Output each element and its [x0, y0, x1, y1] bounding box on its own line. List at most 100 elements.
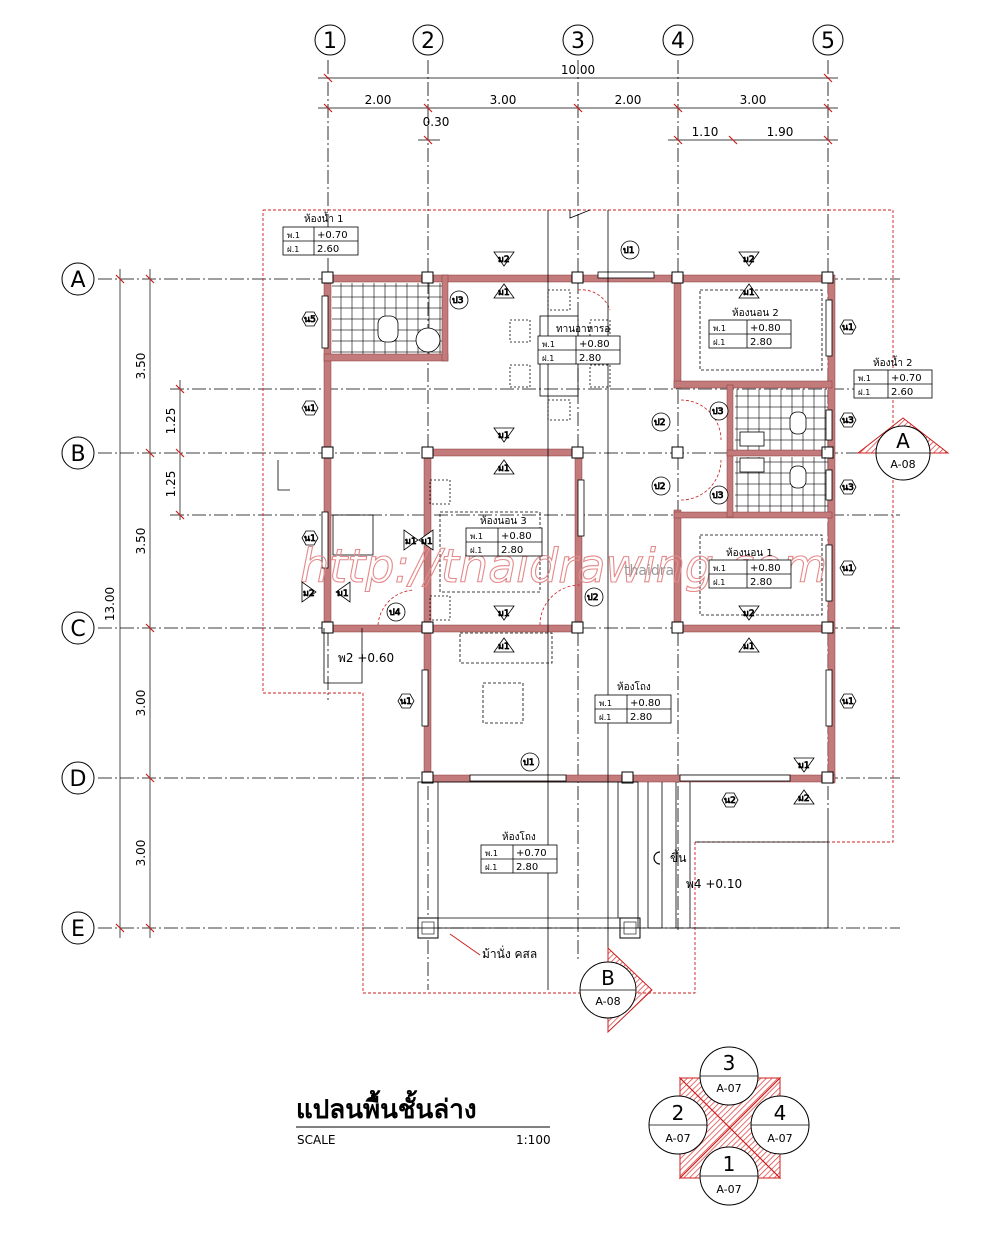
- door-tag: ป2: [651, 412, 671, 432]
- w-tags: ม2 ม1 ม1 ม1 ม2 ม1 ม1 ม1 ม2 ม1 ม1 ม2 ม1 ม…: [301, 251, 815, 805]
- room-label-bath1: ห้องน้ำ 1 พ.1 +0.70 ฝ.1 2.60: [282, 211, 359, 256]
- grid-bubble-col-4: 4: [662, 24, 694, 56]
- w-tag: ม2: [493, 251, 515, 267]
- floor-value: +0.80: [750, 563, 781, 574]
- grid-bubble-col-2: 2: [412, 24, 444, 56]
- watermark-center: thaidra: [624, 563, 674, 579]
- floor-value: +0.80: [750, 323, 781, 334]
- door-tag: ป3: [709, 485, 729, 505]
- w-tag: ม2: [793, 789, 815, 805]
- ceiling-value: 2.60: [317, 244, 339, 255]
- window-tag: น1: [301, 530, 319, 546]
- svg-text:ป4: ป4: [389, 608, 401, 618]
- svg-text:น5: น5: [304, 315, 316, 325]
- svg-text:น1: น1: [400, 697, 412, 707]
- door-tag: ป4: [386, 602, 406, 622]
- porch-floor-note: พ4 +0.10: [686, 877, 742, 891]
- door-tag: ป1: [620, 240, 640, 260]
- bench-leader: [449, 933, 481, 956]
- grid-label: C: [70, 617, 85, 642]
- grid-label: 3: [571, 29, 585, 54]
- w-tag: ม1: [403, 529, 419, 551]
- ceiling-label: ฝ.1: [858, 388, 870, 397]
- floor-value: +0.80: [501, 531, 532, 542]
- grid-label: E: [71, 917, 85, 942]
- room-label-bed3: ห้องนอน 3 พ.1 +0.80 ฝ.1 2.80: [465, 515, 543, 557]
- svg-text:ม2: ม2: [498, 255, 510, 265]
- svg-text:น3: น3: [842, 416, 854, 426]
- w-tag: ม1: [738, 637, 760, 653]
- ceiling-value: 2.80: [750, 577, 772, 588]
- dim-small: 0.30: [423, 115, 450, 129]
- fixtures: [332, 289, 823, 724]
- svg-text:A-07: A-07: [716, 1082, 741, 1095]
- ceiling-value: 2.80: [516, 862, 538, 873]
- svg-text:น1: น1: [304, 534, 316, 544]
- room-name: ห้องนอน 3: [480, 515, 527, 527]
- ceiling-value: 2.80: [630, 712, 652, 723]
- dim-top-segment: 3.00: [490, 93, 517, 107]
- grid-bubble-col-3: 3: [562, 24, 594, 56]
- door-swings: [377, 289, 722, 626]
- grid-bubble-row-b: B: [61, 436, 95, 470]
- section-sheet: A-08: [595, 995, 620, 1008]
- section-letter: B: [601, 966, 615, 990]
- elevation-bubble-bottom: 1 A-07: [699, 1146, 759, 1206]
- room-label-bath2: ห้องน้ำ 2 พ.1 +0.70 ฝ.1 2.60: [853, 355, 933, 399]
- floor-value: +0.70: [891, 373, 922, 384]
- dim-left-total: 13.00: [103, 587, 117, 621]
- grid-label: B: [70, 442, 85, 467]
- stairs-up-note: ขึ้น: [670, 849, 686, 865]
- room-label-dining: ทานอาหารอ พ.1 +0.80 ฝ.1 2.80: [537, 324, 621, 365]
- kitchen-floor-note: พ2 +0.60: [338, 651, 394, 665]
- dim-top-total: 10.00: [561, 63, 595, 77]
- svg-text:1: 1: [723, 1152, 736, 1176]
- svg-text:ม1: ม1: [405, 537, 417, 547]
- svg-text:ป3: ป3: [452, 296, 463, 306]
- grid-label: 1: [323, 29, 337, 54]
- drawing-title: แปลนพื้นชั้นล่าง: [296, 1089, 477, 1125]
- ceiling-value: 2.80: [750, 337, 772, 348]
- title-block: แปลนพื้นชั้นล่าง SCALE 1:100: [296, 1089, 551, 1147]
- svg-text:ป2: ป2: [654, 418, 665, 428]
- svg-text:ม2: ม2: [743, 609, 755, 619]
- window-tags: น5 น1 น1 น1 น1 น3 น3 น1 น1 น2: [301, 311, 857, 808]
- dim-top-segment: 3.00: [740, 93, 767, 107]
- room-label-living: ห้องโถง พ.1 +0.80 ฝ.1 2.80: [594, 680, 672, 724]
- ceiling-label: ฝ.1: [287, 245, 299, 254]
- svg-text:ม1: ม1: [498, 464, 510, 474]
- dim-top-segment: 2.00: [615, 93, 642, 107]
- w-tag: ม1: [493, 459, 515, 475]
- roof-outline: [262, 209, 894, 994]
- elevation-bubble-left: 2 A-07: [648, 1095, 708, 1155]
- room-name: ห้องน้ำ 1: [304, 211, 343, 225]
- window-tag: น1: [839, 560, 857, 576]
- svg-text:น1: น1: [842, 323, 854, 333]
- dim-left-sub: 1.25: [164, 471, 178, 498]
- svg-text:น1: น1: [304, 404, 316, 414]
- room-label-bed2: ห้องนอน 2 พ.1 +0.80 ฝ.1 2.80: [708, 307, 792, 349]
- elevation-key: 3 A-07 2 A-07 4 A-07 1 A-07: [648, 1046, 810, 1206]
- svg-text:ม1: ม1: [337, 589, 349, 599]
- grid-bubble-col-5: 5: [812, 24, 844, 56]
- grid-bubbles: 1 2 3 4 5 A B C D E: [61, 24, 844, 945]
- grid-bubble-col-1: 1: [314, 24, 346, 56]
- w-tag: ม1: [493, 427, 515, 443]
- dimension-lines: [115, 73, 838, 938]
- grid-label: A: [70, 268, 85, 293]
- stairs-arrow-icon: [653, 851, 661, 865]
- ceiling-value: 2.60: [891, 387, 913, 398]
- door-tag: ป3: [449, 290, 469, 310]
- dim-left-segment: 3.00: [134, 840, 148, 867]
- w-tag: ม1: [738, 283, 760, 299]
- floor-label: พ.1: [713, 324, 726, 333]
- dim-left-segment: 3.00: [134, 690, 148, 717]
- w-tag: ม2: [301, 581, 317, 603]
- window-tag: น1: [301, 400, 319, 416]
- door-tag: ป1: [520, 752, 540, 772]
- svg-text:ป2: ป2: [587, 593, 598, 603]
- svg-text:ป1: ป1: [623, 246, 634, 256]
- svg-text:3: 3: [723, 1051, 736, 1075]
- svg-text:ม1: ม1: [498, 288, 510, 298]
- dim-left-segment: 3.50: [134, 353, 148, 380]
